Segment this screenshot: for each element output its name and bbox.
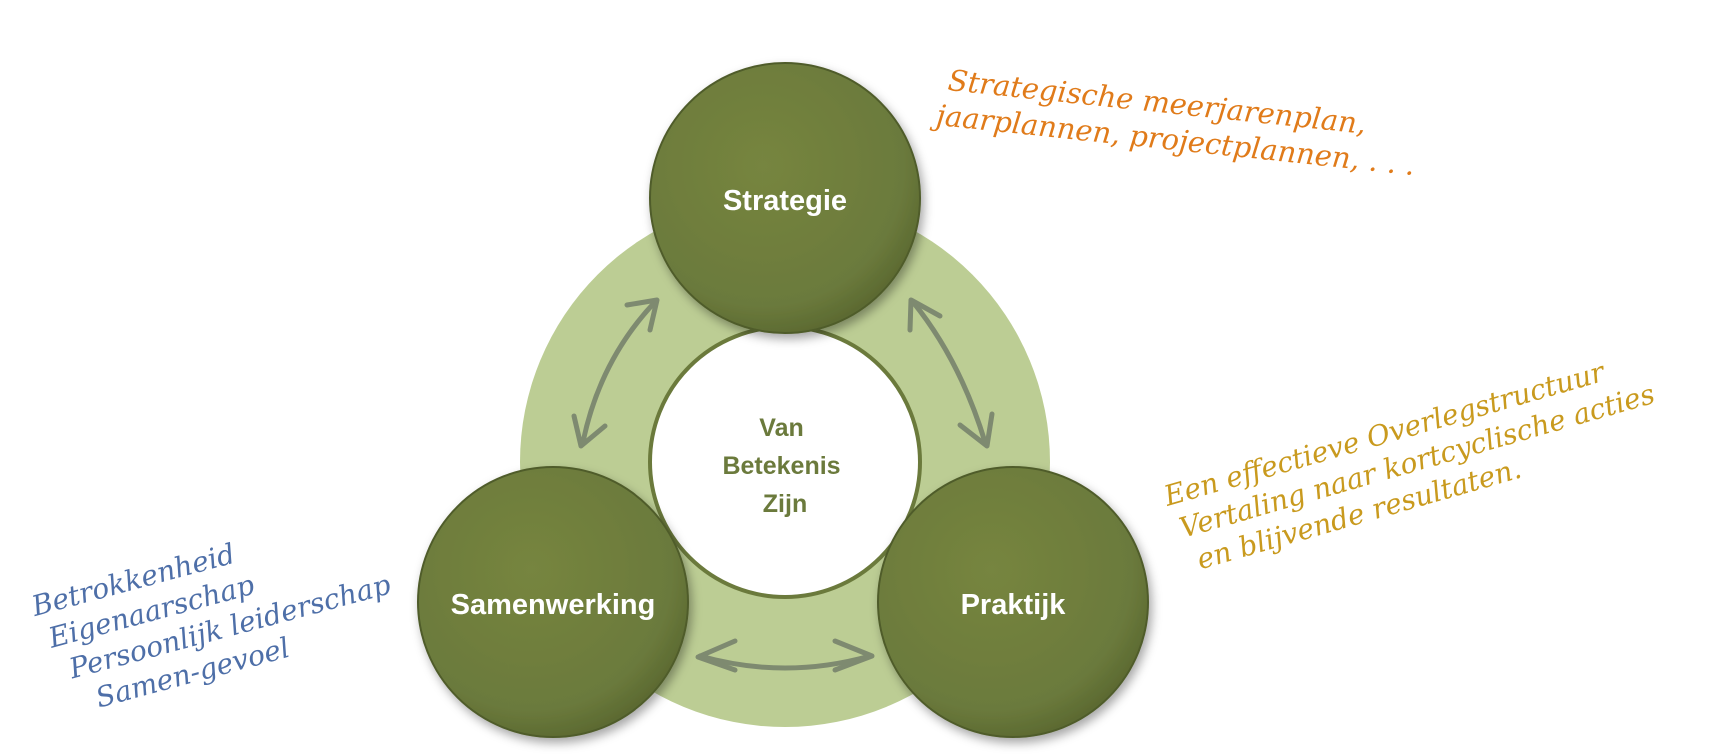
double-headed-curved-arrow-icon: [697, 653, 873, 671]
arrow-samenwerking-praktijk: [695, 638, 875, 673]
center-label-line-3: Zijn: [763, 490, 807, 518]
arrowhead-strategie-icon: [907, 297, 943, 333]
node-samenwerking-circle: [417, 466, 689, 738]
arrowhead-praktijk-icon: [957, 411, 995, 449]
node-samenwerking-label: Samenwerking: [451, 589, 656, 621]
arrow-samenwerking-strategie: [571, 297, 660, 449]
center-label-line-1: Van: [759, 414, 803, 442]
node-samenwerking: Samenwerking: [417, 466, 689, 738]
center-label: Van Betekenis Zijn: [722, 414, 847, 518]
double-headed-curved-arrow-icon: [910, 299, 988, 445]
cycle-arrows: [571, 297, 995, 673]
node-strategie-label: Strategie: [723, 185, 847, 217]
center-label-line-2: Betekenis: [722, 452, 840, 480]
arrow-strategie-praktijk: [907, 297, 995, 449]
node-praktijk-label: Praktijk: [961, 589, 1067, 621]
arrowhead-strategie-icon: [624, 297, 660, 333]
node-praktijk: Praktijk: [877, 466, 1149, 738]
node-praktijk-circle: [877, 466, 1149, 738]
arrowhead-samenwerking-icon: [695, 638, 738, 673]
node-strategie-circle: [649, 62, 921, 334]
node-strategie: Strategie: [649, 62, 921, 334]
double-headed-curved-arrow-icon: [580, 299, 658, 445]
arrowhead-praktijk-icon: [832, 638, 875, 673]
arrowhead-samenwerking-icon: [571, 413, 608, 449]
